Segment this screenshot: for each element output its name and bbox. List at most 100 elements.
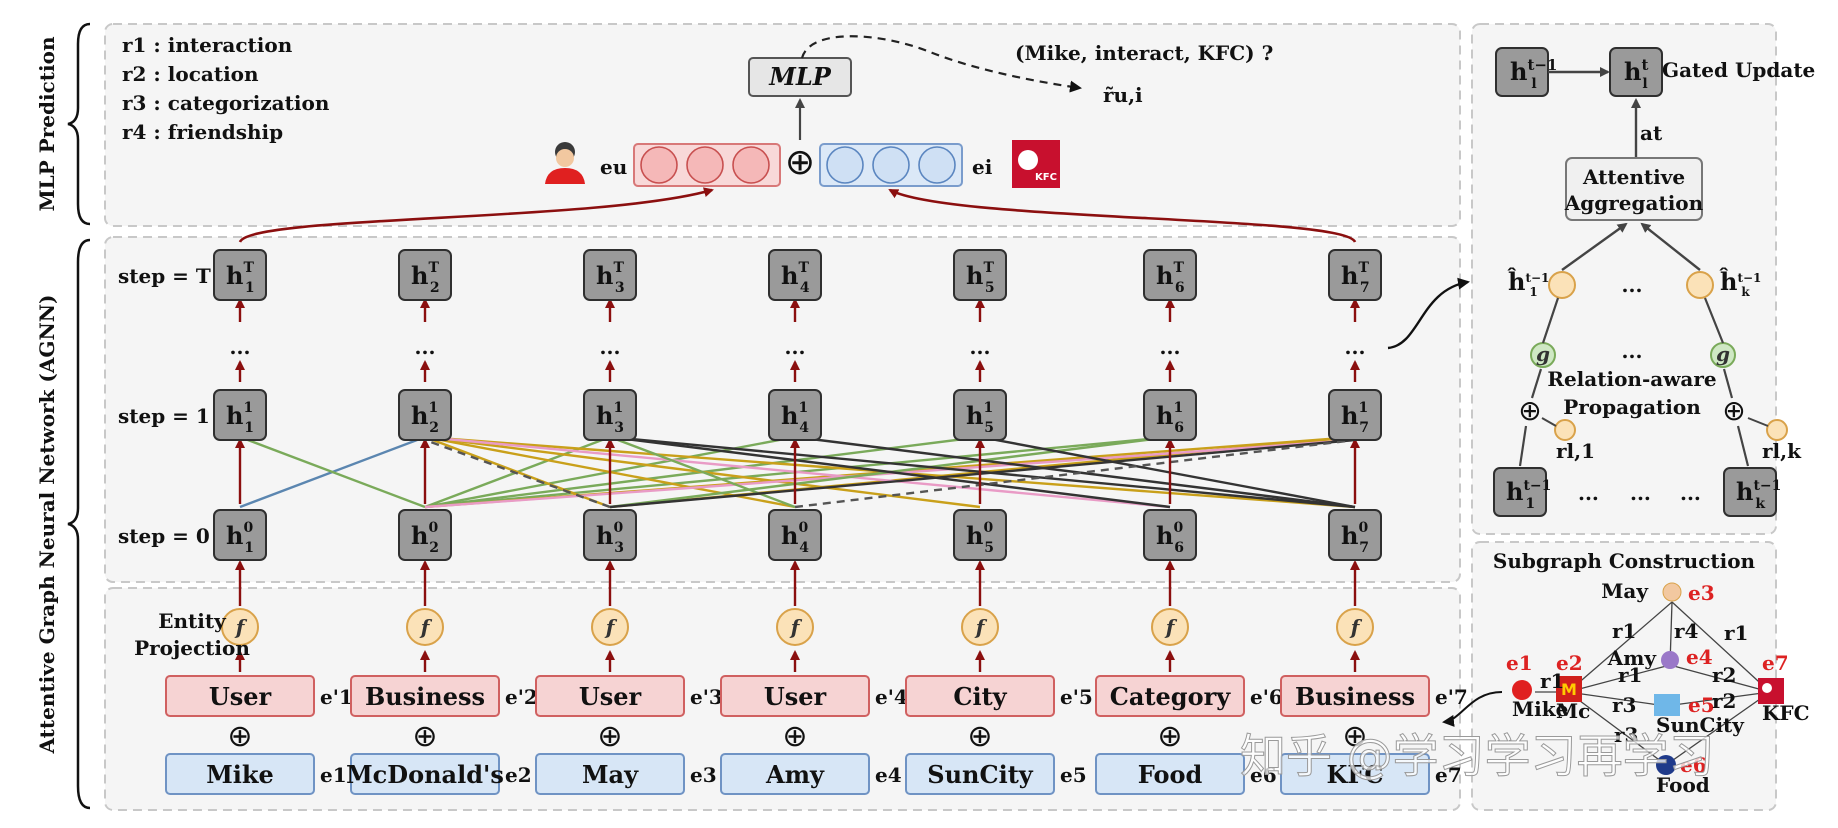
edge-green: [609, 435, 796, 509]
entity-label: Food: [1138, 760, 1203, 789]
r3-text: : categorization: [146, 91, 329, 115]
entity-id: e2: [505, 763, 532, 787]
entity-id: e3: [690, 763, 717, 787]
svg-text:e4: e4: [1686, 645, 1713, 669]
prediction-output: r̃u,i: [1103, 83, 1143, 107]
edge-label: r1: [1618, 663, 1642, 687]
entity-label: Mike: [206, 760, 274, 789]
plus-right: ⊕: [1722, 394, 1745, 427]
user-embedding-cell: [686, 146, 724, 184]
attentive-label: Attentive: [1582, 165, 1685, 189]
subgraph-title: Subgraph Construction: [1493, 549, 1756, 573]
gated-update-panel: [1471, 23, 1777, 535]
svg-text:e1: e1: [1506, 651, 1533, 675]
bottom-ellipsis-1: ...: [1578, 481, 1599, 505]
query-text: (Mike, interact, KFC) ?: [1015, 41, 1273, 65]
edge-label: r3: [1614, 723, 1638, 747]
r3-key: r3: [122, 91, 146, 115]
subgraph-node-food: Food e6: [1656, 753, 1710, 797]
entity-id: e5: [1060, 763, 1087, 787]
svg-text:r4 : friendship: r4 : friendship: [122, 120, 283, 144]
projection-f-label: f: [234, 615, 248, 639]
r2-key: r2: [122, 62, 146, 86]
concat-symbol: ⊕: [1157, 719, 1182, 754]
entity-box: [720, 753, 870, 795]
bottom-ellipsis-3: ...: [1680, 481, 1701, 505]
step-ellipsis: ...: [785, 335, 806, 359]
r2-text: : location: [146, 62, 259, 86]
projection-f-node: [591, 608, 629, 646]
subgraph-node-may: May e3: [1601, 579, 1714, 605]
svg-text:May: May: [1601, 579, 1649, 603]
entity-type-id: e'6: [1250, 685, 1283, 709]
r4-key: r4: [122, 120, 147, 144]
svg-text:Mc: Mc: [1556, 699, 1590, 723]
gate-g-right: g: [1716, 342, 1730, 366]
entity-box: [535, 753, 685, 795]
svg-text:KFC: KFC: [1762, 701, 1810, 725]
svg-text:r2 : location: r2 : location: [122, 62, 259, 86]
entity-type-id: e'4: [875, 685, 908, 709]
edge-black: [609, 438, 1356, 509]
entity-type-box: [905, 675, 1055, 717]
entity-id: e4: [875, 763, 902, 787]
entity-projection-label-line1: Entity: [158, 609, 227, 633]
entity-box: [350, 753, 500, 795]
edge-dashed: [424, 438, 611, 509]
step-ellipsis: ...: [415, 335, 436, 359]
edge-label: r1: [1540, 669, 1564, 693]
hidden-state-node: [768, 509, 822, 561]
svg-text:e2: e2: [1556, 651, 1583, 675]
concat-symbol: ⊕: [785, 142, 815, 183]
edge-black: [979, 435, 1356, 509]
entity-type-id: e'1: [320, 685, 353, 709]
hidden-state-node: [398, 389, 452, 441]
hidden-state-node: [1328, 509, 1382, 561]
hidden-state-node: [953, 509, 1007, 561]
gated-update-label: Gated Update: [1662, 58, 1815, 82]
entity-type-box: [1280, 675, 1430, 717]
step-ellipsis: ...: [1345, 335, 1366, 359]
svg-text:r1 : interaction: r1 : interaction: [122, 33, 293, 57]
agnn-title: Attentive Graph Neural Network (AGNN): [35, 295, 59, 755]
edge-dashed: [794, 438, 1356, 509]
entity-type-box: [350, 675, 500, 717]
entity-type-label: City: [953, 682, 1007, 711]
gate-g-left: g: [1536, 342, 1550, 366]
user-embedding-cell: [732, 146, 770, 184]
concat-symbol: ⊕: [412, 719, 437, 754]
projection-f-label: f: [1349, 615, 1363, 639]
subgraph-node-amy: Amy e4: [1607, 645, 1713, 670]
entity-id: e7: [1435, 763, 1462, 787]
step-ellipsis: ...: [970, 335, 991, 359]
r-lk-label: rl,k: [1762, 439, 1802, 463]
plus-left: ⊕: [1518, 394, 1541, 427]
concat-symbol: ⊕: [227, 719, 252, 754]
concat-symbol: ⊕: [782, 719, 807, 754]
eu-label: eu: [600, 155, 627, 179]
svg-text:r3 : categorization: r3 : categorization: [122, 91, 330, 115]
projection-f-label: f: [604, 615, 618, 639]
entity-label: SunCity: [927, 760, 1034, 789]
hidden-state-node: [768, 389, 822, 441]
hidden-state-node: [1143, 389, 1197, 441]
entity-id: e1: [320, 763, 347, 787]
aggregation-label: Aggregation: [1564, 191, 1704, 215]
hidden-state-node: [1328, 249, 1382, 301]
entity-id: e6: [1250, 763, 1277, 787]
entity-type-id: e'5: [1060, 685, 1093, 709]
hidden-state-node: [398, 509, 452, 561]
step-ellipsis: ...: [600, 335, 621, 359]
entity-type-label: Business: [1295, 682, 1415, 711]
mlp-label: MLP: [768, 62, 831, 91]
entity-type-box: [1095, 675, 1245, 717]
